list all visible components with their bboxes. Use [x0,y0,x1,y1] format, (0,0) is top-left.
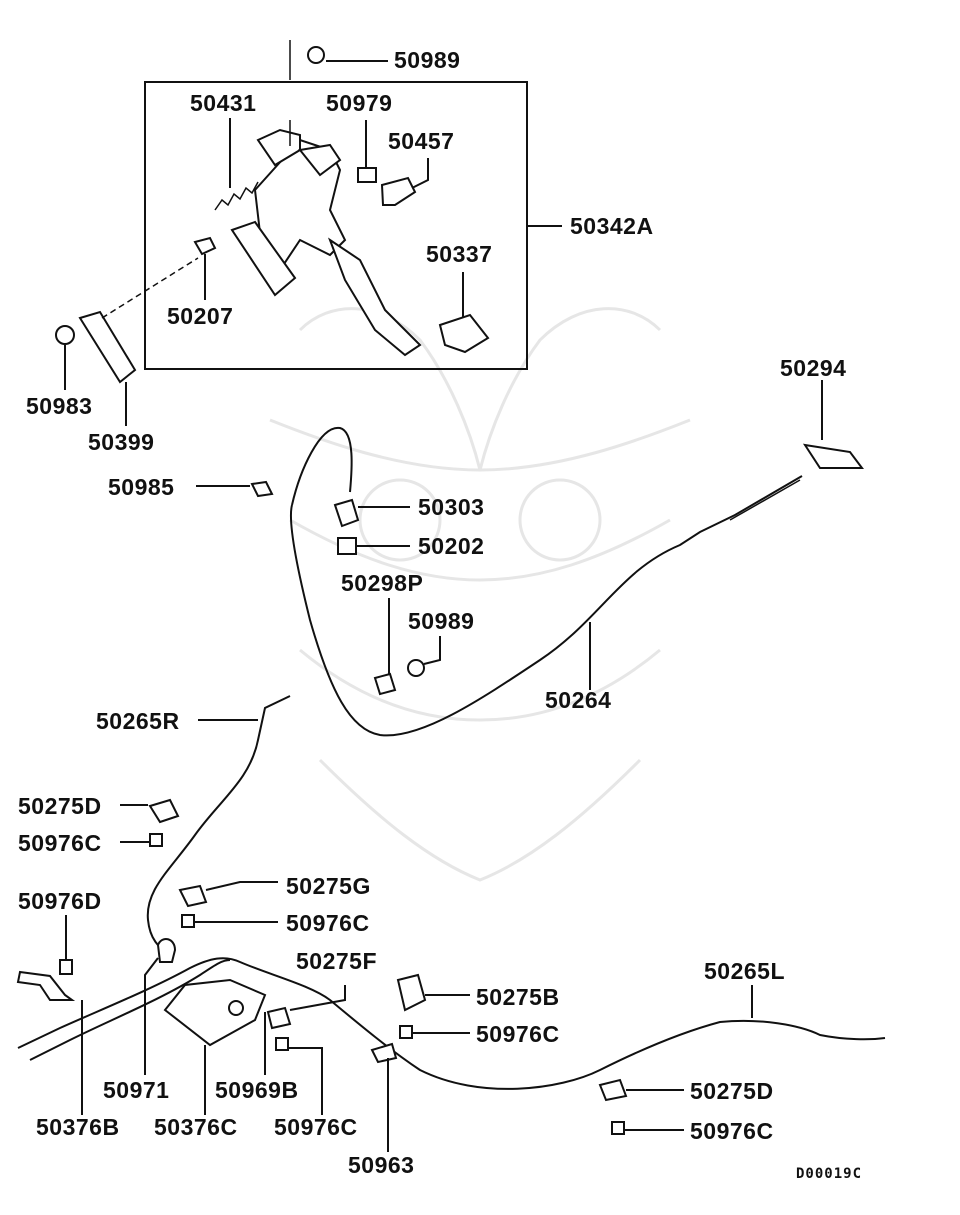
label-50265R: 50265R [96,708,180,734]
label-50265L: 50265L [704,958,786,984]
label-50989-mid: 50989 [408,608,475,634]
return-spring-part [214,181,259,211]
nut-50983-part [55,325,75,345]
label-50275F: 50275F [296,948,378,974]
cable-end-rod [729,479,801,521]
label-50275D-left: 50275D [18,793,102,819]
label-50399: 50399 [88,429,155,455]
clip-50275D-right-part [598,1078,628,1102]
leader-50275G [205,881,278,891]
leader-50989-mid [423,636,441,665]
bolt-50976C-left-part [149,833,163,847]
label-50337: 50337 [426,241,493,267]
leader-50275F [289,985,346,1011]
label-50298P: 50298P [341,570,424,596]
clip-50207-part [193,236,217,256]
clip-50971-part [156,938,177,963]
label-50264: 50264 [545,687,612,713]
bracket-50294-part [802,443,864,469]
bolt-50976C-g-part [181,914,195,928]
label-50979: 50979 [326,90,393,116]
clip-50275G-part [178,884,208,908]
bolt-50979-part [357,167,377,183]
label-50457: 50457 [388,128,455,154]
label-50969B: 50969B [215,1077,299,1103]
pedal-bracket-part [230,120,422,357]
clip-50985-part [250,480,274,498]
label-50976C-g: 50976C [286,910,370,936]
label-50976C-b: 50976C [476,1021,560,1047]
nut-50989-top-part [307,46,325,64]
label-50976C-left: 50976C [18,830,102,856]
label-50976D: 50976D [18,888,102,914]
cable-loop [291,426,353,506]
bolt-50976D-part [59,959,73,975]
leader-50971 [144,957,159,1075]
clip-50298P-part [373,672,397,696]
rear-cable-50265R [146,695,291,951]
clip-50303-part [333,498,360,528]
label-50376C: 50376C [154,1114,238,1140]
leader-50976C-bottom [288,1047,323,1115]
bracket-50376B-part [16,970,76,1001]
clip-50275B-part [396,973,427,1012]
label-50303: 50303 [418,494,485,520]
label-50275B: 50275B [476,984,560,1010]
plate-50376C-part [163,978,267,1047]
rear-cable-50265L [17,957,886,1090]
label-50275G: 50275G [286,873,371,899]
label-50431: 50431 [190,90,257,116]
nut-50989-mid-part [407,659,425,677]
label-50976C-right: 50976C [690,1118,774,1144]
front-cable-50264 [289,475,803,737]
watermark-emblem [269,307,691,882]
label-50202: 50202 [418,533,485,559]
label-50963: 50963 [348,1152,415,1178]
label-50376B: 50376B [36,1114,120,1140]
label-50294: 50294 [780,355,847,381]
label-50207: 50207 [167,303,234,329]
bolt-50976C-right-part [611,1121,625,1135]
bolt-50976C-b-part [399,1025,413,1039]
label-50976C-bottom: 50976C [274,1114,358,1140]
clip-50275D-left-part [148,798,180,824]
diagram-code: D00019C [796,1166,863,1182]
pedal-pad-part [438,313,490,354]
label-50989-top: 50989 [394,47,461,73]
label-50985: 50985 [108,474,175,500]
bushing-50202-part [337,537,357,555]
rear-cable-inner [29,959,231,1061]
nut-50969B-part [228,1000,244,1016]
label-50275D-right: 50275D [690,1078,774,1104]
bolt-50976C-bottom-part [275,1037,289,1051]
label-50971: 50971 [103,1077,170,1103]
switch-50457-part [380,176,417,206]
label-50342A: 50342A [570,213,654,239]
link-50399-part [78,310,137,384]
clip-50275F-part [266,1006,292,1030]
leader-50457 [411,158,429,189]
clip-50963-part [370,1042,398,1064]
label-50983: 50983 [26,393,93,419]
